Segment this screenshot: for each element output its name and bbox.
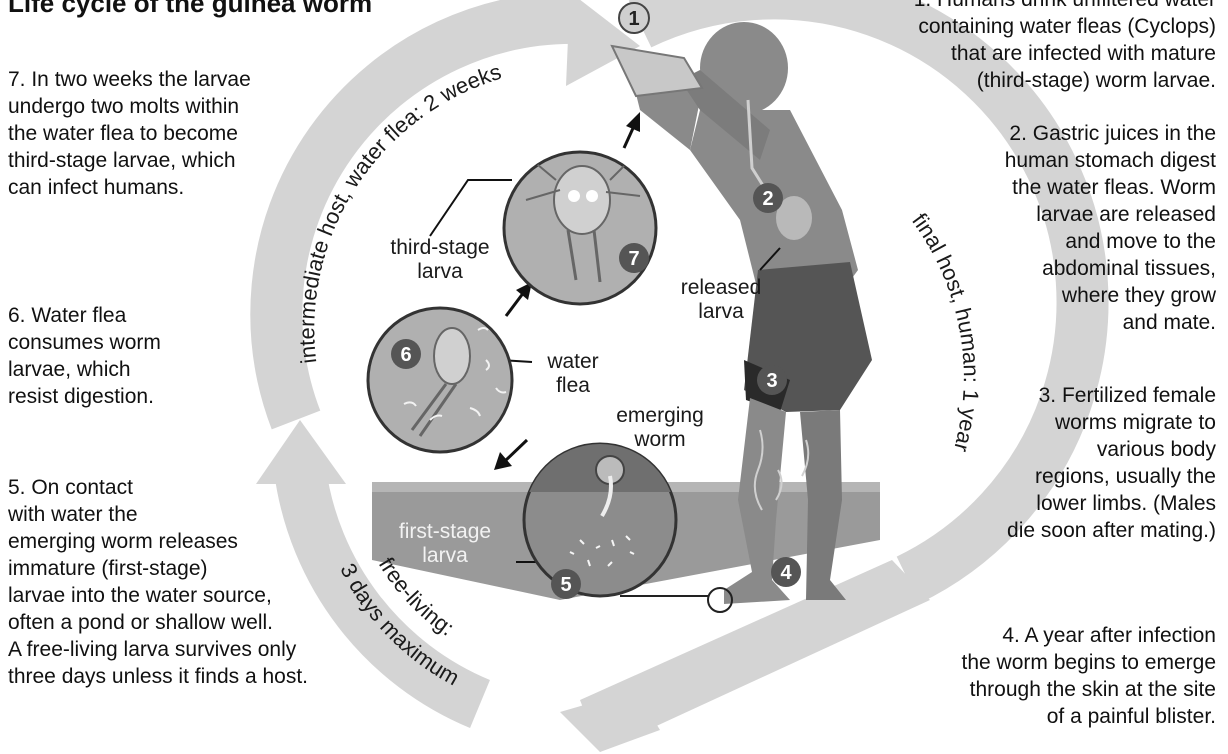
label-third-stage-larva: third-stage larva xyxy=(378,236,502,284)
circle-water-flea-consumes xyxy=(368,308,512,452)
step-marker-7: 7 xyxy=(619,243,649,273)
step-1-description: 1. Humans drink unfiltered water contain… xyxy=(796,0,1216,94)
step-marker-5: 5 xyxy=(551,569,581,599)
svg-text:3: 3 xyxy=(766,370,777,392)
step-7-description: 7. In two weeks the larvae undergo two m… xyxy=(8,66,308,201)
label-emerging-worm: emerging worm xyxy=(610,404,710,452)
step-5-description: 5. On contact with water the emerging wo… xyxy=(8,474,338,690)
diagram-title: Life cycle of the guinea worm xyxy=(8,0,372,19)
step-6-description: 6. Water flea consumes worm larvae, whic… xyxy=(8,302,228,410)
svg-text:4: 4 xyxy=(780,562,792,584)
step-3-description: 3. Fertilized female worms migrate to va… xyxy=(956,382,1216,544)
step-marker-4: 4 xyxy=(771,557,801,587)
circle-emerging-worm xyxy=(520,444,680,596)
label-first-stage-larva: first-stage larva xyxy=(378,520,512,568)
step-2-description: 2. Gastric juices in the human stomach d… xyxy=(956,120,1216,336)
circle-water-flea-third-stage xyxy=(504,150,656,304)
label-water-flea: water flea xyxy=(538,350,608,398)
label-released-larva: released larva xyxy=(666,276,776,324)
step-marker-2: 2 xyxy=(753,183,783,213)
svg-text:5: 5 xyxy=(560,574,571,596)
svg-text:7: 7 xyxy=(628,248,639,270)
svg-text:1: 1 xyxy=(628,8,639,30)
svg-text:2: 2 xyxy=(762,188,773,210)
svg-text:6: 6 xyxy=(400,344,411,366)
step-marker-6: 6 xyxy=(391,339,421,369)
step-marker-3: 3 xyxy=(757,365,787,395)
step-4-description: 4. A year after infection the worm begin… xyxy=(896,622,1216,730)
step-marker-1: 1 xyxy=(619,3,649,33)
